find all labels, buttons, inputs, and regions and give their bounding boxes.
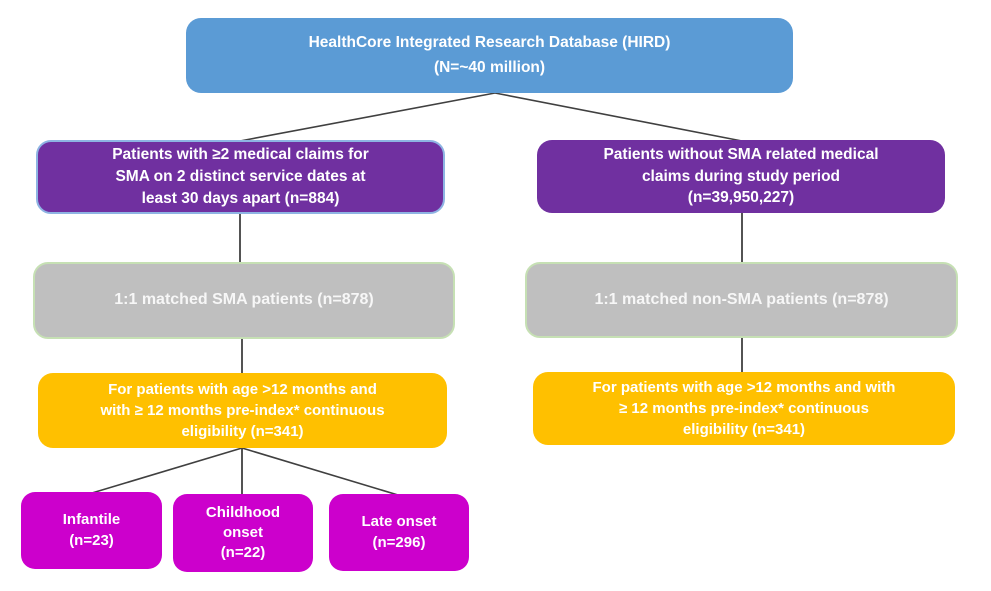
eligibility-sma-box: For patients with age >12 months and wit… — [38, 373, 447, 448]
matched-non-sma-patients-box: 1:1 matched non-SMA patients (n=878) — [525, 262, 958, 338]
connector-hird-to-nonsma — [494, 92, 743, 142]
connector-hird-to-sma — [239, 92, 496, 142]
late-onset-box: Late onset (n=296) — [329, 494, 469, 571]
hird-database-box: HealthCore Integrated Research Database … — [186, 18, 793, 93]
childhood-onset-box: Childhood onset (n=22) — [173, 494, 313, 572]
non-sma-claims-box: Patients without SMA related medical cla… — [537, 140, 945, 213]
eligibility-non-sma-box: For patients with age >12 months and wit… — [533, 372, 955, 445]
matched-sma-patients-box: 1:1 matched SMA patients (n=878) — [33, 262, 455, 339]
sma-claims-box: Patients with ≥2 medical claims for SMA … — [36, 140, 445, 214]
infantile-onset-box: Infantile (n=23) — [21, 492, 162, 569]
connector-eligibility-to-late-onset — [241, 447, 399, 496]
connector-eligibility-to-infantile — [91, 447, 243, 494]
